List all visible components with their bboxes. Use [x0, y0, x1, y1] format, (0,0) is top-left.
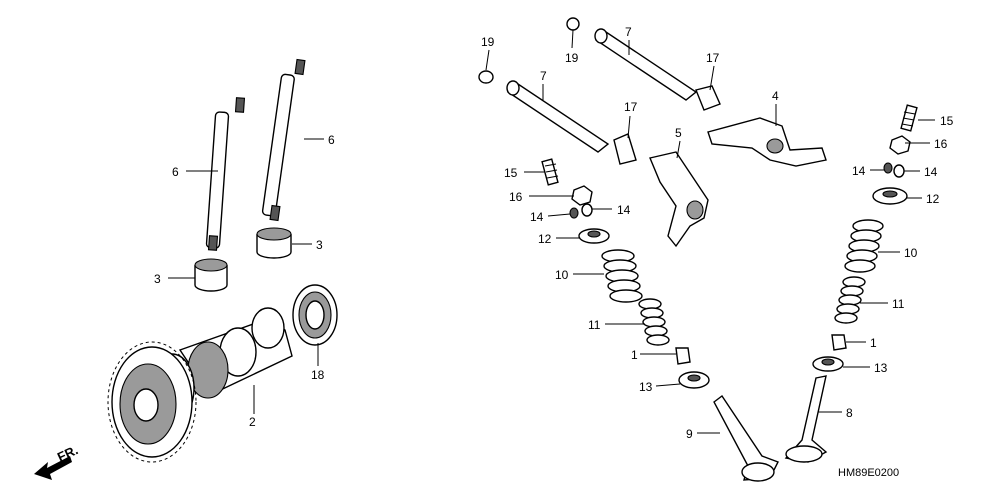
cotter-right-a [883, 162, 893, 174]
push-rod-left [205, 97, 246, 251]
callout-9: 9 [686, 427, 693, 441]
callout-12: 12 [538, 232, 552, 246]
drawing-code: HM89E0200 [838, 467, 899, 479]
callout-10: 10 [904, 246, 918, 260]
callout-19: 19 [565, 51, 579, 65]
callout-1: 1 [631, 348, 638, 362]
rocker-arm-5 [649, 151, 709, 248]
callout-3: 3 [154, 272, 161, 286]
inner-spring-left [638, 298, 670, 346]
plate-17-lower [613, 133, 637, 165]
lock-nut-left [571, 185, 593, 206]
direction-label: FR. [55, 442, 80, 464]
bearing [292, 284, 338, 346]
callout-3: 3 [316, 238, 323, 252]
callout-14: 14 [617, 203, 631, 217]
cotter-right-b [893, 164, 905, 178]
callout-11: 11 [588, 318, 601, 332]
callout-14: 14 [852, 164, 866, 178]
retainer-right [872, 187, 908, 205]
plate-17-upper [695, 85, 721, 111]
cotter-left-b [581, 203, 593, 217]
outer-spring-left [601, 249, 643, 303]
camshaft [107, 307, 293, 463]
callout-17: 17 [624, 100, 638, 114]
callout-7: 7 [625, 25, 632, 39]
callout-13: 13 [874, 361, 888, 375]
callout-6: 6 [172, 165, 179, 179]
washer-19-left [478, 70, 494, 84]
callout-5: 5 [675, 126, 682, 140]
spring-seat-left [678, 371, 710, 389]
valve-8 [784, 375, 828, 463]
callout-18: 18 [311, 368, 325, 382]
rocker-shaft-lower [506, 80, 610, 153]
callout-12: 12 [926, 192, 940, 206]
adjusting-screw-right [900, 104, 918, 132]
callout-7: 7 [540, 69, 547, 83]
retainer-left [578, 228, 610, 244]
outer-spring-right [844, 219, 884, 273]
callout-2: 2 [249, 415, 256, 429]
inner-spring-right [834, 276, 866, 324]
stem-seal-left [675, 347, 691, 365]
callout-19: 19 [481, 35, 495, 49]
callout-6: 6 [328, 133, 335, 147]
cotter-left-a [569, 207, 579, 219]
rocker-arm-4 [707, 117, 827, 167]
callout-14: 14 [924, 165, 938, 179]
washer-19-right [566, 17, 580, 31]
stem-seal-right [831, 334, 847, 351]
callout-14: 14 [530, 210, 544, 224]
callout-13: 13 [639, 380, 653, 394]
callout-15: 15 [940, 114, 954, 128]
callout-10: 10 [555, 268, 569, 282]
callout-16: 16 [509, 190, 523, 204]
front-direction-arrow-icon [34, 456, 72, 480]
callout-11: 11 [892, 297, 905, 311]
callout-4: 4 [772, 89, 779, 103]
callout-16: 16 [934, 137, 948, 151]
lifter-lower [194, 258, 228, 292]
callout-17: 17 [706, 51, 720, 65]
lifter-upper [256, 227, 292, 259]
valve-9 [713, 394, 779, 482]
callout-8: 8 [846, 406, 853, 420]
spring-seat-right [812, 356, 844, 372]
push-rod-right [261, 58, 306, 222]
adjusting-screw-left [541, 158, 559, 186]
lock-nut-right [889, 135, 911, 155]
callout-1: 1 [870, 336, 877, 350]
callout-15: 15 [504, 166, 518, 180]
rocker-shaft-upper [594, 28, 698, 101]
